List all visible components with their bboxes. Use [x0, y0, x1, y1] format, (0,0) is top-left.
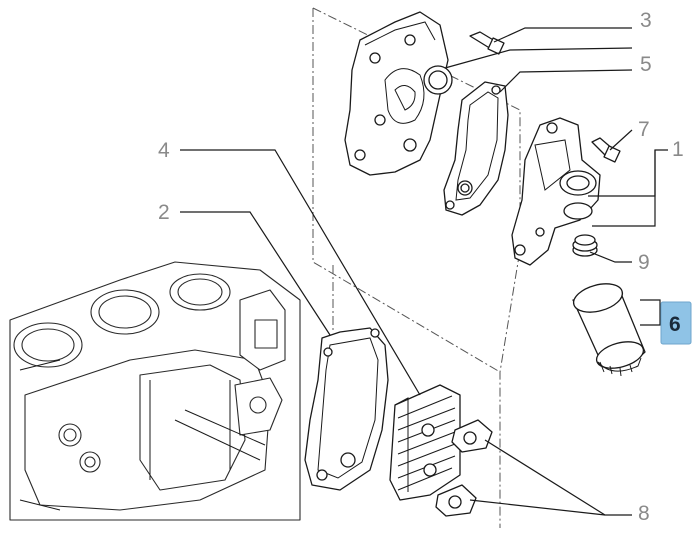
cooler-gasket-part	[304, 327, 389, 491]
callout-label: 7	[638, 118, 650, 141]
fitting-part	[435, 419, 493, 517]
callout-label: 4	[158, 139, 170, 162]
callout-label: 8	[638, 502, 650, 525]
callout-label: 5	[640, 53, 652, 76]
callout-label: 1	[672, 138, 684, 161]
callout-9: 9	[638, 251, 650, 274]
leader-lines	[180, 27, 668, 516]
bolt-7-part	[591, 137, 621, 163]
callout-label: 2	[158, 201, 170, 224]
callout-label: 9	[638, 251, 650, 274]
oil-cooler-part	[389, 384, 461, 501]
callout-3: 3	[640, 9, 652, 32]
highlight-box	[660, 301, 692, 345]
callout-label: 6	[669, 313, 681, 336]
filter-support-part	[511, 117, 601, 266]
callout-4: 4	[158, 139, 170, 162]
callout-7: 7	[638, 118, 650, 141]
callout-2: 2	[158, 201, 170, 224]
housing-cover-part	[344, 11, 453, 176]
housing-gasket-part	[443, 81, 509, 216]
seal-ring-part	[572, 234, 598, 257]
engine-block	[9, 261, 301, 521]
callout-label: 3	[640, 9, 652, 32]
oil-filter-part	[572, 283, 646, 377]
callout-1: 1	[672, 138, 684, 161]
callout-8: 8	[638, 502, 650, 525]
callout-5: 5	[640, 53, 652, 76]
callout-6-highlight[interactable]: 6	[660, 301, 692, 345]
bolt-3-part	[469, 31, 505, 55]
